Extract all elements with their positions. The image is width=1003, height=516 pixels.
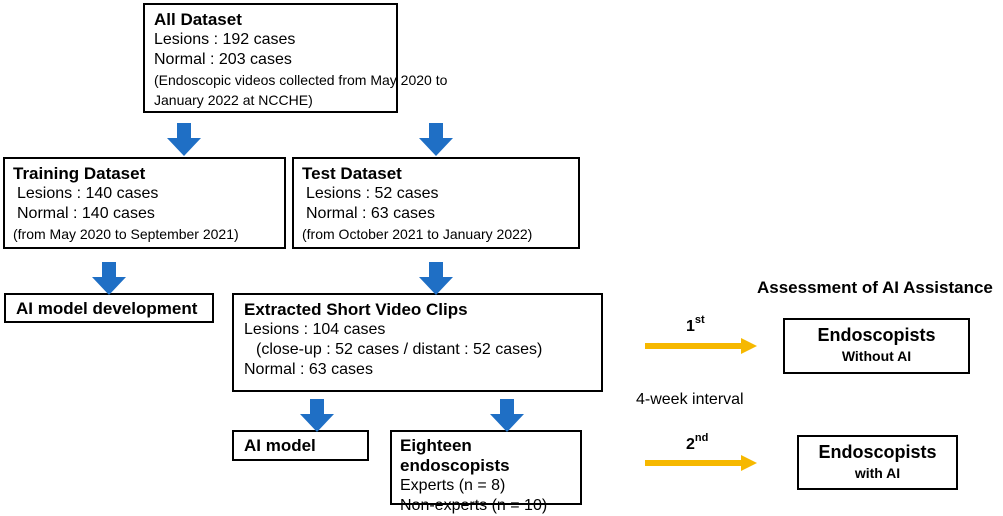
first-session-ordinal: st xyxy=(694,314,705,326)
test-normal: Normal : 63 cases xyxy=(306,205,435,222)
training-dataset-box: Training Dataset Lesions : 140 cases Nor… xyxy=(3,157,286,249)
first-session-label: 1st xyxy=(686,314,705,336)
training-period: (from May 2020 to September 2021) xyxy=(13,226,239,242)
assessment-title: Assessment of AI Assistance xyxy=(757,278,993,297)
ai-model-development-box: AI model development xyxy=(4,293,214,323)
test-lesions: Lesions : 52 cases xyxy=(306,185,439,202)
non-experts-count: Non-experts (n = 10) xyxy=(400,497,548,514)
endoscopists-with-ai-title: Endoscopists xyxy=(818,442,937,462)
second-session-number: 2 xyxy=(686,436,695,453)
eighteen-endoscopists-box: Eighteen endoscopists Experts (n = 8) No… xyxy=(390,430,582,514)
video-clips-breakdown: (close-up : 52 cases / distant : 52 case… xyxy=(256,341,543,358)
all-dataset-lesions: Lesions : 192 cases xyxy=(154,31,296,48)
arrow-first-session xyxy=(645,338,757,354)
training-normal: Normal : 140 cases xyxy=(17,205,155,222)
all-dataset-note-1: (Endoscopic videos collected from May 20… xyxy=(154,72,448,88)
test-dataset-box: Test Dataset Lesions : 52 cases Normal :… xyxy=(292,157,580,249)
experts-count: Experts (n = 8) xyxy=(400,477,506,494)
arrow-all-to-training xyxy=(167,123,201,156)
first-session-number: 1 xyxy=(686,318,695,335)
all-dataset-box: All Dataset Lesions : 192 cases Normal :… xyxy=(143,3,448,113)
arrow-clips-to-endoscopists xyxy=(490,399,524,432)
video-clips-normal: Normal : 63 cases xyxy=(244,361,373,378)
all-dataset-normal: Normal : 203 cases xyxy=(154,51,292,68)
test-dataset-title: Test Dataset xyxy=(302,164,402,183)
arrow-clips-to-ai-model xyxy=(300,399,334,432)
all-dataset-title: All Dataset xyxy=(154,10,242,29)
second-session-label: 2nd xyxy=(686,432,708,454)
video-clips-lesions: Lesions : 104 cases xyxy=(244,321,386,338)
video-clips-title: Extracted Short Video Clips xyxy=(244,300,468,319)
second-session-ordinal: nd xyxy=(694,432,709,444)
eighteen-endoscopists-title: Eighteen endoscopists xyxy=(400,436,510,475)
training-lesions: Lesions : 140 cases xyxy=(17,185,159,202)
test-period: (from October 2021 to January 2022) xyxy=(302,226,533,242)
video-clips-box: Extracted Short Video Clips Lesions : 10… xyxy=(232,293,603,392)
ai-model-development-label: AI model development xyxy=(16,299,198,318)
endoscopists-without-ai-title: Endoscopists xyxy=(817,325,936,345)
arrow-second-session xyxy=(645,455,757,471)
endoscopists-with-ai-box: Endoscopists with AI xyxy=(797,435,958,490)
all-dataset-note-2: January 2022 at NCCHE) xyxy=(154,92,313,108)
arrow-all-to-test xyxy=(419,123,453,156)
endoscopists-without-ai-sub: Without AI xyxy=(841,348,912,364)
ai-model-box: AI model xyxy=(232,430,369,461)
arrow-training-to-ai-dev xyxy=(92,262,126,295)
ai-model-label: AI model xyxy=(244,436,316,455)
training-dataset-title: Training Dataset xyxy=(13,164,146,183)
endoscopists-without-ai-box: Endoscopists Without AI xyxy=(783,318,970,374)
arrow-test-to-clips xyxy=(419,262,453,295)
endoscopists-with-ai-sub: with AI xyxy=(854,465,901,481)
interval-label: 4-week interval xyxy=(636,391,744,408)
